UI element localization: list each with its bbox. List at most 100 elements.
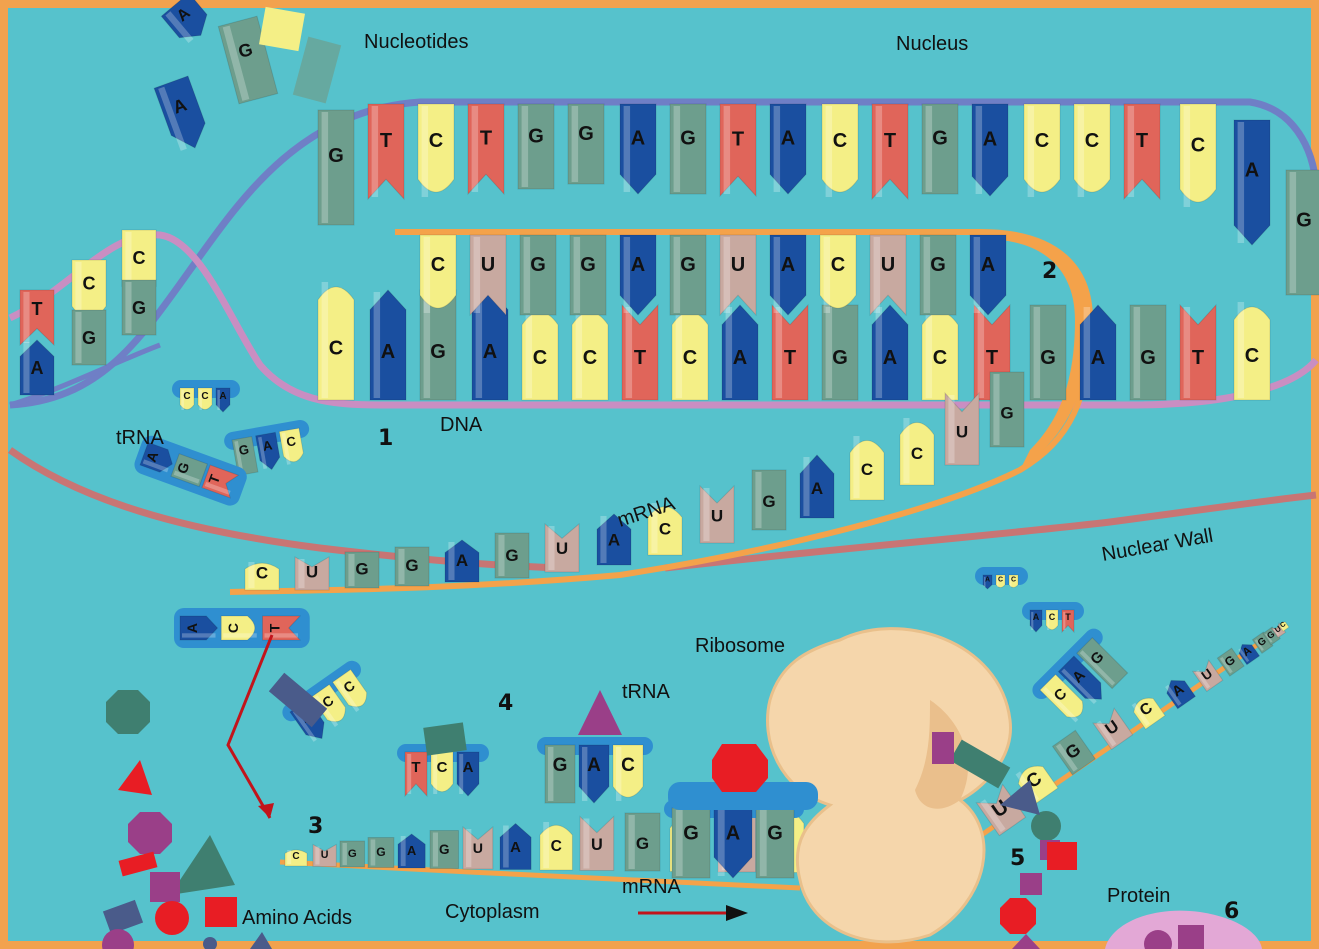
- dna-template-base-highlight: [526, 307, 532, 398]
- trna-gag-ribosome-base: G: [672, 808, 710, 878]
- mrna-cyto-base-letter: A: [510, 840, 521, 856]
- dna-top-base-letter: A: [781, 128, 795, 150]
- dna-top-base: G: [922, 104, 958, 194]
- mrna-cyto-base-letter: C: [292, 851, 299, 862]
- dna-top-base-highlight: [472, 106, 478, 192]
- dna-left-top-base-highlight: [23, 292, 29, 343]
- dna-template-base-highlight: [978, 307, 984, 398]
- trna-act-left-base: C: [221, 616, 257, 640]
- mrna-exit-base-letter: U: [956, 423, 968, 442]
- mrna-exit-base-highlight: [548, 526, 554, 570]
- dna-top-base-highlight: [1128, 106, 1134, 197]
- mrna-cyto-base-letter: G: [636, 834, 649, 853]
- dna-left-top-base-letter: C: [83, 273, 96, 293]
- mrna-template-base-highlight: [824, 237, 830, 313]
- mrna-cyto-base-highlight: [433, 833, 438, 867]
- trna-gag-ribosome: GAG: [664, 800, 804, 878]
- step-number-1: 1: [378, 426, 393, 451]
- mrna-cyto-base-letter: A: [407, 843, 416, 858]
- dna-template-base-letter: C: [933, 347, 947, 369]
- dna-template-base: A: [872, 305, 908, 400]
- dna-top-base-highlight: [1028, 106, 1034, 197]
- step-number-2: 2: [1042, 259, 1057, 284]
- mrna-exit-base-highlight: [903, 418, 909, 483]
- mrna-cyto-base-highlight: [583, 819, 589, 869]
- trna-gag-ribosome-base-highlight: [760, 810, 767, 876]
- step-number-6: 6: [1224, 899, 1239, 924]
- mrna-exit-base-letter: U: [306, 562, 318, 581]
- dna-top-base-letter: G: [528, 125, 544, 147]
- dna-top-base: C: [1180, 104, 1216, 207]
- mrna-exit-base-highlight: [448, 542, 454, 580]
- amino-purple-square: [150, 872, 180, 902]
- mrna-template-base-highlight: [474, 237, 480, 313]
- dna-top-base-highlight: [826, 106, 832, 197]
- mrna-template-base: G: [520, 235, 556, 315]
- mrna-exit-base-highlight: [755, 472, 761, 528]
- mrna-template-base: C: [820, 235, 856, 313]
- dna-template-base-highlight: [322, 282, 328, 398]
- dna-top-base-highlight: [1184, 106, 1190, 207]
- mrna-exit-base-highlight: [398, 549, 404, 584]
- mrna-template-base-highlight: [574, 237, 580, 313]
- trna-tca-base-letter: T: [411, 759, 420, 776]
- dna-template-base-highlight: [1134, 307, 1140, 398]
- dna-top-base: G: [568, 104, 604, 184]
- dna-template-base-letter: A: [483, 341, 497, 363]
- step-number-5: 5: [1010, 846, 1025, 871]
- dna-template-base-highlight: [1184, 307, 1190, 398]
- trna-gag-ribosome-base-highlight: [676, 810, 683, 876]
- dna-template-base: A: [722, 305, 758, 400]
- mrna-cyto-base-letter: U: [473, 841, 483, 857]
- trna-act-right-base-letter: C: [1049, 612, 1056, 622]
- dna-left-bottom-base-highlight: [75, 312, 81, 363]
- step-number-3: 3: [308, 814, 323, 839]
- dna-left-bottom-base: G: [72, 310, 106, 365]
- label-protein: Protein: [1107, 885, 1170, 907]
- dna-top-base: C: [822, 104, 858, 197]
- dna-left-bottom-base-highlight: [125, 282, 131, 333]
- mrna-exit-base-letter: A: [811, 479, 823, 498]
- dna-template-base-letter: T: [986, 347, 998, 369]
- dna-template-base-letter: A: [883, 347, 897, 369]
- mrna-template-base-letter: U: [731, 254, 745, 276]
- dna-template-base-highlight: [726, 307, 732, 398]
- dna-top-base-letter: T: [380, 130, 392, 152]
- trna-act-left-base-letter: A: [184, 623, 200, 633]
- label-trna-mid: tRNA: [622, 681, 670, 703]
- trna-gag-ribosome-base: G: [756, 808, 794, 878]
- dna-top-base: C: [418, 104, 454, 197]
- mrna-template-base: G: [570, 235, 606, 315]
- dna-top-base-highlight: [976, 106, 982, 194]
- trna-acc-small-base: C: [996, 575, 1005, 588]
- mrna-exit-base-highlight: [703, 488, 709, 541]
- dna-top-base: A: [770, 104, 806, 194]
- dna-top-base-highlight: [372, 106, 378, 197]
- mrna-exit-base-letter: G: [762, 492, 775, 511]
- mrna-exit-base-highlight: [248, 562, 254, 588]
- label-ribosome: Ribosome: [695, 635, 785, 657]
- dna-top-base-letter: T: [1136, 130, 1148, 152]
- mrna-cyto-base-letter: G: [439, 842, 450, 857]
- dna-top-base-letter: T: [480, 128, 492, 150]
- dna-top-base: A: [1234, 120, 1270, 245]
- trna-cca-base-letter: C: [183, 391, 190, 402]
- trna-gac-mid-base-letter: A: [587, 755, 601, 776]
- label-mrna-cytoplasm: mRNA: [622, 876, 682, 898]
- dna-template-base-letter: T: [1192, 347, 1204, 369]
- dna-template-base-highlight: [876, 307, 882, 398]
- mrna-cyto-base-highlight: [287, 850, 291, 864]
- mrna-exit-base: G: [495, 533, 529, 578]
- amino-purple-square-ribosome: [932, 732, 954, 764]
- dna-template-base: C: [1234, 302, 1270, 400]
- label-amino-acids: Amino Acids: [242, 907, 352, 929]
- mrna-exit-base-letter: G: [355, 559, 368, 578]
- dna-top-base-letter: A: [983, 128, 997, 150]
- dna-template-base-letter: C: [533, 347, 547, 369]
- mrna-exit-base-highlight: [803, 457, 809, 516]
- dna-template-base-highlight: [1034, 307, 1040, 398]
- mrna-exit-base-highlight: [948, 395, 954, 463]
- mrna-exit-base-letter: C: [861, 460, 873, 479]
